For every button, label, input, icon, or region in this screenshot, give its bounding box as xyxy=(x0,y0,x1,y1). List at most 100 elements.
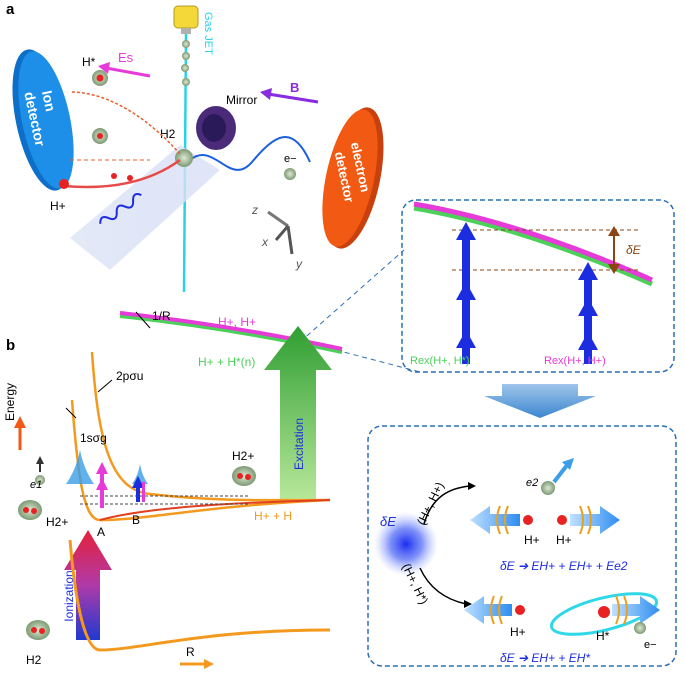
e2-particle xyxy=(541,481,555,495)
b-arrowhead xyxy=(260,88,272,100)
gas-jet-label: Gas JET xyxy=(202,12,214,55)
zoom-rex-right: Rex(H+, H+) xyxy=(544,355,606,367)
curve-2p-sigma xyxy=(90,351,331,502)
delta-e-blob xyxy=(374,512,438,576)
label-point-a: A xyxy=(97,525,105,539)
laser-pulse xyxy=(99,193,142,224)
ion-trajectory-lower xyxy=(63,158,181,189)
axis-z-label: z xyxy=(251,203,258,217)
label-e2: e2 xyxy=(526,477,538,489)
electron-trajectory xyxy=(189,135,311,171)
label-h2plus-left: H2+ xyxy=(46,515,68,529)
label-lower-electron: e− xyxy=(644,639,657,651)
path-upper-arrow xyxy=(423,485,471,525)
eq-upper: δE ➔ EH+ + EH+ + Ee2 xyxy=(500,559,628,573)
label-2p-sigma: 2pσu xyxy=(116,369,143,383)
curve-hplus-h xyxy=(99,499,331,521)
zoom-curve-green xyxy=(413,205,654,287)
lower-h-plus xyxy=(515,605,525,615)
channels-box xyxy=(367,425,677,667)
axis-x-label: x xyxy=(261,235,269,249)
upper-left-arrow xyxy=(470,506,520,534)
e1-particle xyxy=(35,475,45,485)
label-path-upper: (H+, H+) xyxy=(414,480,447,527)
h-star-label: H* xyxy=(82,55,96,69)
zoom-rex-left: Rex(H+, H*) xyxy=(410,355,470,367)
label-r-axis: R xyxy=(186,645,195,659)
label-excitation: Excitation xyxy=(292,418,306,470)
label-point-b: B xyxy=(132,513,140,527)
excitation-arrow xyxy=(264,326,332,500)
zoom-excitation-arrow-right xyxy=(578,262,598,364)
coordinate-axes xyxy=(267,210,294,255)
label-hh-star: H+ + H*(n) xyxy=(198,355,255,369)
lower-h-star xyxy=(598,606,610,618)
one-over-r-pointer xyxy=(135,311,151,329)
eq-lower: δE ➔ EH+ + EH* xyxy=(500,651,590,665)
channels-delta-e: δE xyxy=(380,514,396,529)
path-lower-arrow xyxy=(419,567,467,605)
label-energy: Energy xyxy=(3,383,17,421)
label-ionization: Ionization xyxy=(62,570,76,621)
ion-trajectory-upper xyxy=(69,91,181,155)
label-h2-bottom: H2 xyxy=(26,653,42,667)
upper-h-plus-1 xyxy=(523,515,533,525)
h-plus-label: H+ xyxy=(50,199,66,213)
zoom-delta-e: δE xyxy=(626,243,642,257)
laser-beam xyxy=(70,145,220,270)
axis-y-label: y xyxy=(295,257,303,271)
curve-hh-star xyxy=(119,314,343,354)
zoom-curve-magenta xyxy=(413,201,654,283)
panel-label-a: a xyxy=(6,1,15,18)
b-label: B xyxy=(290,80,299,95)
mirror xyxy=(196,106,236,150)
lower-right-arrow xyxy=(612,596,660,624)
label-upper-h-plus-1: H+ xyxy=(524,533,540,547)
ionization-arrow xyxy=(64,530,112,640)
gas-jet-molecules xyxy=(181,40,190,86)
wavepacket-left xyxy=(66,450,94,484)
lower-left-arrow xyxy=(464,596,512,624)
es-arrowhead xyxy=(98,62,110,74)
ion-detector xyxy=(12,49,74,191)
curve-hh-plus xyxy=(119,311,343,351)
zoom-connector-upper xyxy=(299,249,405,343)
label-hplus-h: H+ + H xyxy=(254,509,292,523)
label-lower-h-plus: H+ xyxy=(510,625,526,639)
wavepacket-right xyxy=(132,464,148,484)
arrow-b xyxy=(136,482,140,502)
panel-label-b: b xyxy=(6,337,15,354)
electron-particle xyxy=(284,168,296,180)
curve-h2-ground xyxy=(68,539,331,652)
h2plus-molecule-right xyxy=(232,466,256,486)
h-star-orbit xyxy=(549,592,659,636)
zoom-box xyxy=(401,199,675,373)
es-label: Es xyxy=(118,50,134,65)
label-e1: e1 xyxy=(30,479,42,491)
zoom-connector-lower xyxy=(335,349,421,373)
b-arrow xyxy=(267,92,319,104)
label-upper-h-plus-2: H+ xyxy=(556,533,572,547)
h2-target-label: H2 xyxy=(160,127,176,141)
label-lower-h-star: H* xyxy=(596,629,610,643)
h2-molecule-bottom xyxy=(26,620,50,640)
zoom-down-arrow xyxy=(484,384,596,418)
lower-electron xyxy=(634,622,646,634)
label-h2plus-right: H2+ xyxy=(232,449,254,463)
zoom-excitation-arrow-left xyxy=(456,222,476,364)
electron-detector xyxy=(322,107,384,249)
upper-h-plus-2 xyxy=(557,515,567,525)
gas-jet-nozzle xyxy=(173,5,199,34)
label-1s-sigma: 1sσg xyxy=(80,431,107,445)
label-one-over-r: 1/R xyxy=(152,309,171,323)
electron-label: e− xyxy=(284,153,297,165)
h-plus-particle xyxy=(59,179,69,189)
h2plus-molecule-left xyxy=(18,500,42,520)
ion-detector-label-1: Ion xyxy=(39,89,59,113)
label-hh-plus: H+, H+ xyxy=(218,315,256,329)
ion-molecule-icons xyxy=(70,128,150,181)
upper-right-arrow xyxy=(570,506,620,534)
h2-target xyxy=(175,149,193,167)
